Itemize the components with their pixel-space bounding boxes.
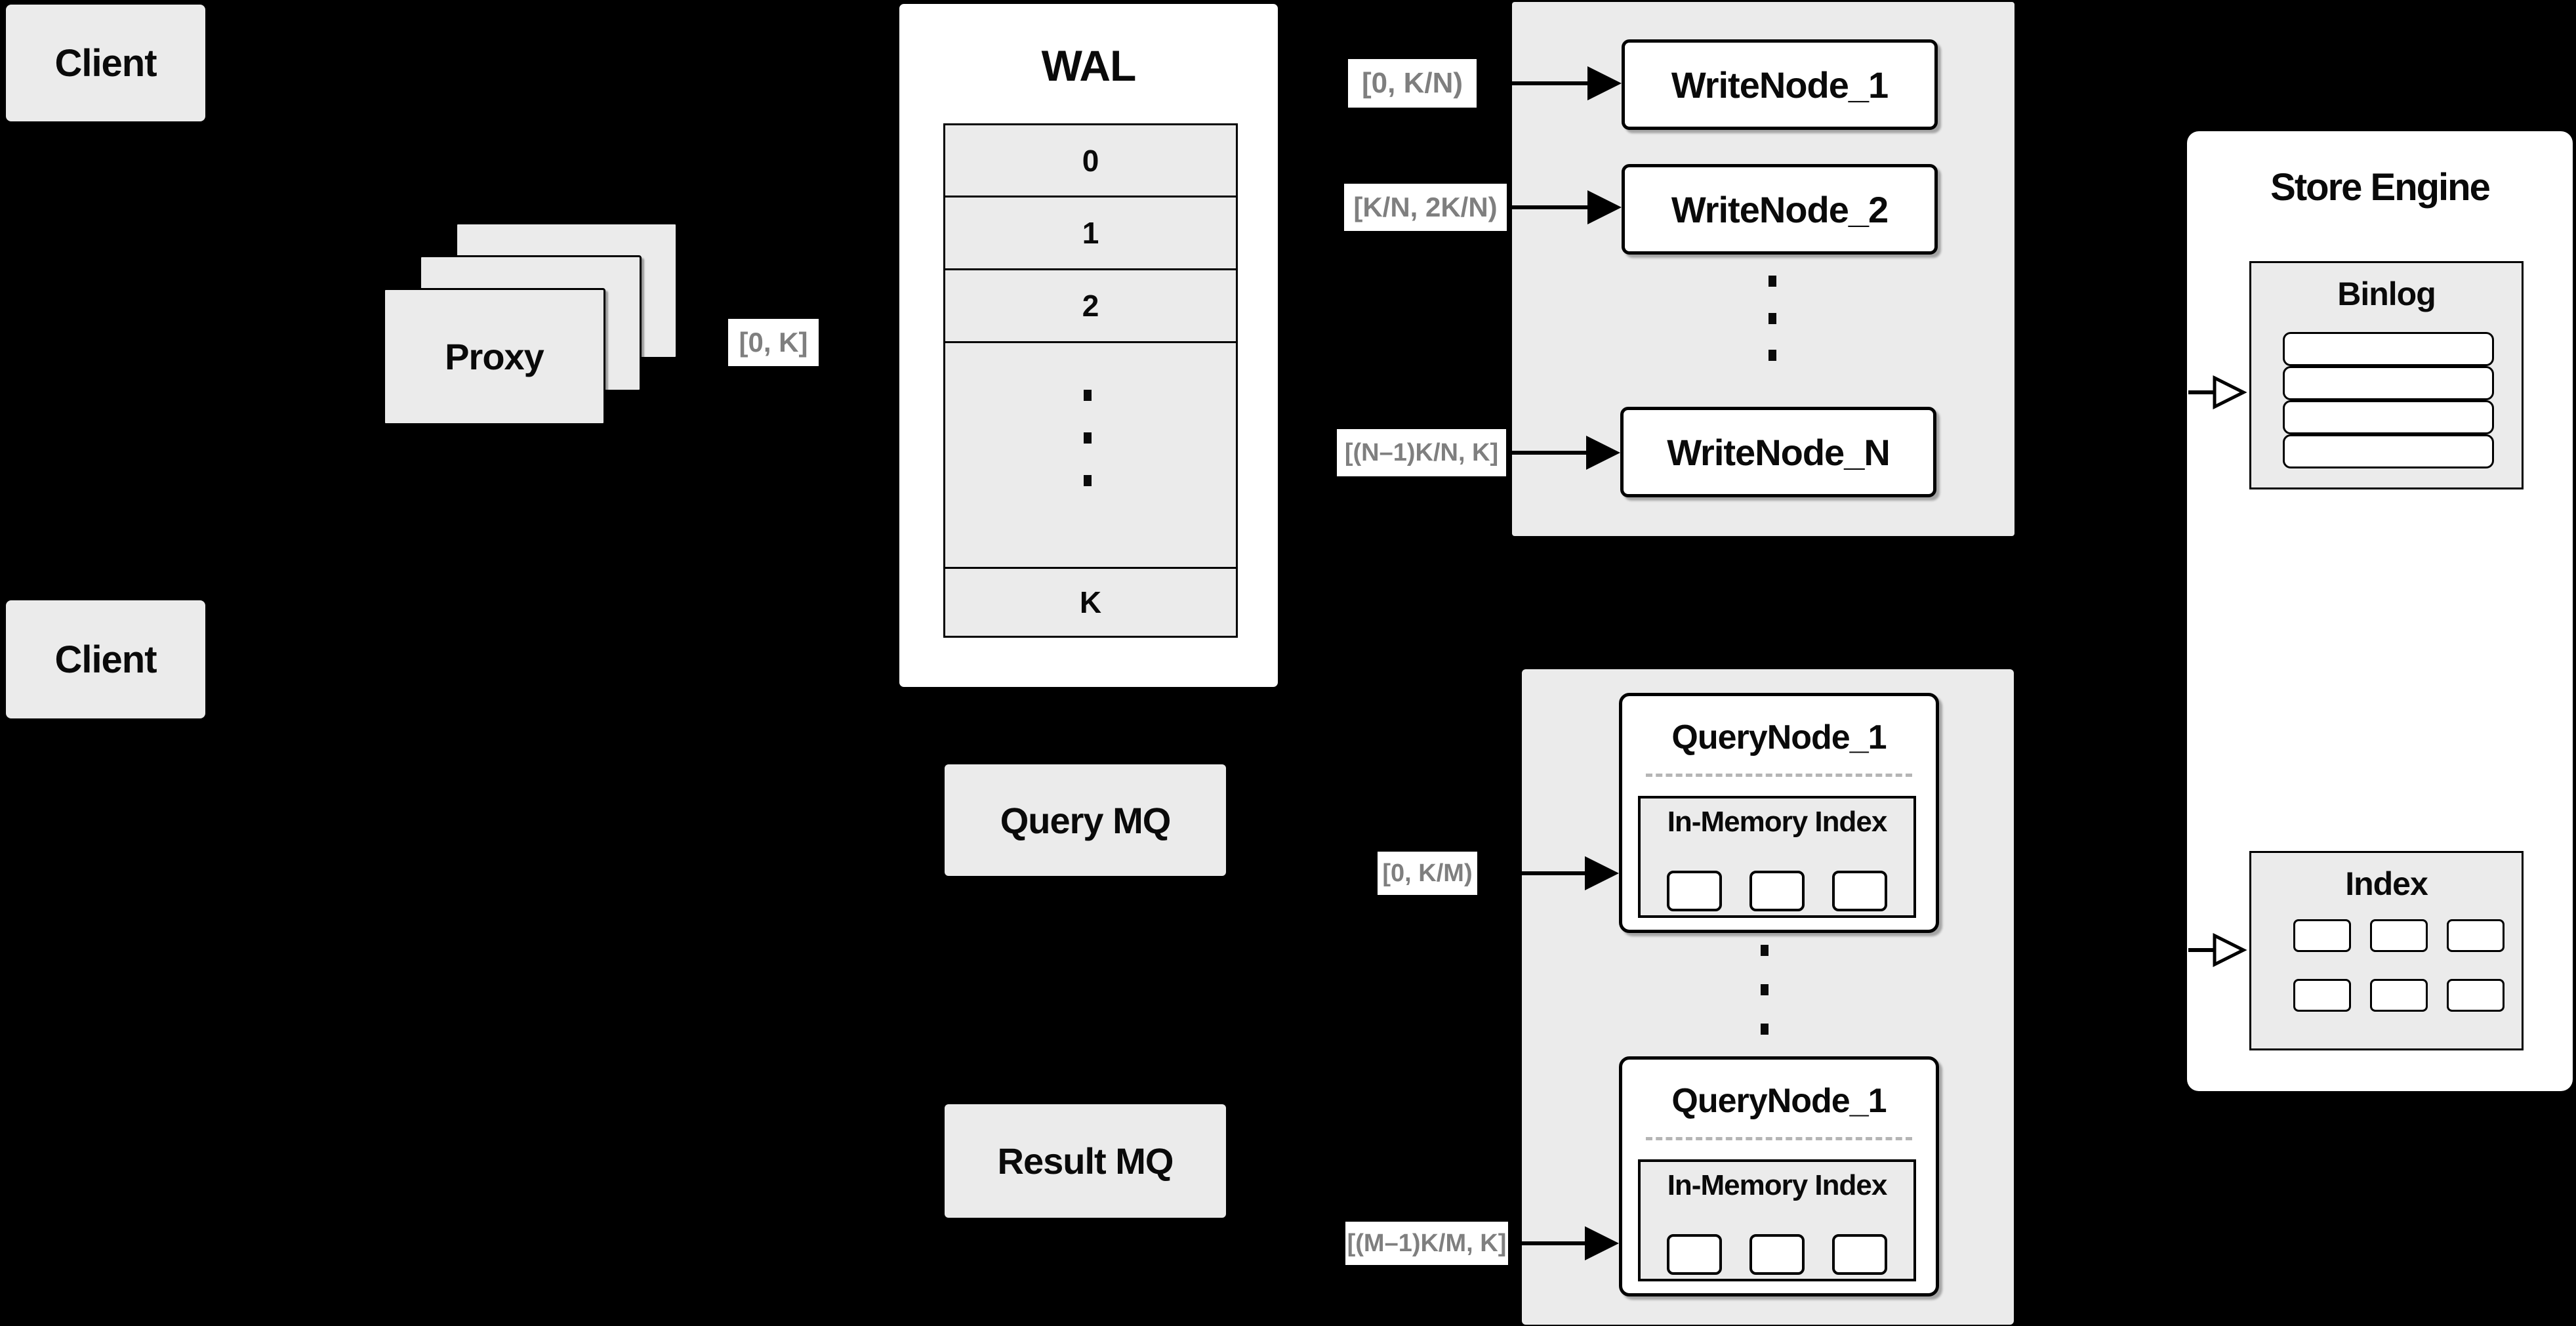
index-cell	[2370, 919, 2428, 952]
querynode-top-inmem-box: In-Memory Index	[1638, 796, 1916, 918]
wal-row-2: 2	[943, 268, 1238, 343]
querynode-bottom-separator	[1646, 1137, 1912, 1140]
wal-vertical-ellipsis-icon	[1084, 432, 1092, 444]
binlog-row	[2283, 332, 2494, 366]
result-mq-label: Result MQ	[997, 1140, 1174, 1182]
querynode-top-title: QueryNode_1	[1671, 718, 1887, 756]
range-label-querynode-bottom: [(M–1)K/M, K]	[1345, 1222, 1508, 1265]
query-mq-label: Query MQ	[1000, 799, 1172, 841]
index-cell	[2293, 919, 2351, 952]
client-bottom-box: Client	[6, 600, 205, 718]
wal-vertical-ellipsis-icon	[1084, 390, 1092, 401]
result-mq-box: Result MQ	[945, 1104, 1226, 1218]
store-engine-box: Store Engine Binlog Index	[2187, 131, 2573, 1091]
range-label-querynode-top: [0, K/M)	[1378, 852, 1477, 895]
writenode-1-box: WriteNode_1	[1622, 39, 1938, 130]
proxy-label: Proxy	[445, 336, 544, 377]
proxy-box: Proxy	[383, 288, 605, 425]
index-cell	[2293, 979, 2351, 1012]
querynode-bottom-inmem-title: In-Memory Index	[1667, 1169, 1888, 1201]
index-cell	[2447, 979, 2504, 1012]
querynode-vertical-ellipsis-icon	[1761, 945, 1768, 956]
binlog-row	[2283, 400, 2494, 434]
client-top-label: Client	[54, 41, 157, 85]
wal-title: WAL	[1041, 41, 1137, 90]
store-engine-title: Store Engine	[2270, 165, 2491, 209]
querynode-bottom-inmem-box: In-Memory Index	[1638, 1159, 1916, 1281]
range-label-proxy-to-wal: [0, K]	[728, 319, 819, 366]
range-label-writenode-n: [(N–1)K/N, K]	[1337, 429, 1506, 476]
writenode-2-box: WriteNode_2	[1622, 164, 1938, 255]
querynode-vertical-ellipsis-icon	[1761, 984, 1768, 995]
writenode-2-label: WriteNode_2	[1671, 188, 1889, 230]
querynode-top-inmem-title: In-Memory Index	[1667, 806, 1888, 838]
wal-vertical-ellipsis-icon	[1084, 475, 1092, 486]
segment-cell	[1832, 1234, 1887, 1275]
index-title: Index	[2345, 865, 2428, 902]
range-label-writenode-2: [K/N, 2K/N)	[1344, 184, 1507, 231]
open-arrow-to-index-icon	[2188, 932, 2247, 968]
open-arrow-to-binlog-icon	[2188, 375, 2247, 410]
querynode-bottom-box: QueryNode_1 In-Memory Index	[1619, 1056, 1939, 1296]
wal-row-ellipsis	[943, 341, 1238, 569]
writenode-n-label: WriteNode_N	[1667, 431, 1891, 473]
client-bottom-label: Client	[54, 638, 157, 681]
index-cell	[2370, 979, 2428, 1012]
binlog-row	[2283, 434, 2494, 468]
writenode-vertical-ellipsis-icon	[1768, 276, 1776, 287]
query-mq-box: Query MQ	[945, 764, 1226, 876]
wal-segment-table: 0 1 2 K	[943, 123, 1238, 638]
segment-cell	[1832, 871, 1887, 911]
writenode-vertical-ellipsis-icon	[1768, 313, 1776, 324]
querynode-bottom-title: QueryNode_1	[1671, 1082, 1887, 1120]
writenode-vertical-ellipsis-icon	[1768, 350, 1776, 361]
binlog-row	[2283, 366, 2494, 400]
writenode-1-label: WriteNode_1	[1671, 64, 1889, 106]
binlog-title: Binlog	[2337, 276, 2436, 312]
querynode-top-box: QueryNode_1 In-Memory Index	[1619, 693, 1939, 933]
wal-row-0: 0	[943, 123, 1238, 197]
index-box: Index	[2249, 851, 2524, 1050]
index-cell	[2447, 919, 2504, 952]
range-label-writenode-1: [0, K/N)	[1348, 59, 1477, 108]
querynode-top-separator	[1646, 774, 1912, 777]
wal-row-k: K	[943, 567, 1238, 638]
segment-cell	[1667, 1234, 1722, 1275]
querynode-vertical-ellipsis-icon	[1761, 1024, 1768, 1035]
segment-cell	[1749, 871, 1805, 911]
binlog-box: Binlog	[2249, 261, 2524, 489]
segment-cell	[1749, 1234, 1805, 1275]
wal-box: WAL 0 1 2 K	[897, 2, 1280, 689]
wal-row-1: 1	[943, 196, 1238, 270]
client-top-box: Client	[6, 5, 205, 121]
segment-cell	[1667, 871, 1722, 911]
writenode-n-box: WriteNode_N	[1620, 407, 1936, 497]
